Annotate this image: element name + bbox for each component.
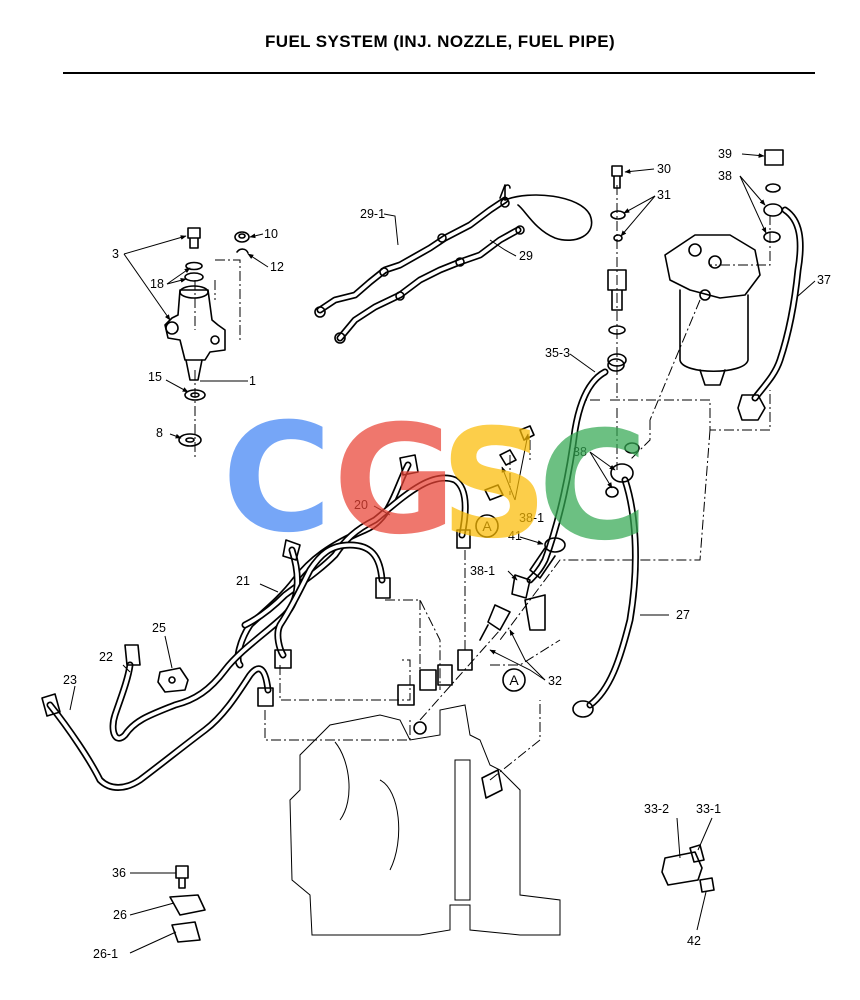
bleeder-fittings	[479, 425, 566, 641]
clamp-set-33	[661, 844, 715, 893]
callout-12: 12	[270, 260, 284, 274]
callout-27: 27	[676, 608, 690, 622]
page-title: FUEL SYSTEM (INJ. NOZZLE, FUEL PIPE)	[264, 32, 616, 51]
callout-1: 1	[249, 374, 256, 388]
leader-lines	[69, 153, 816, 954]
callout-35-3: 35-3	[545, 346, 570, 360]
pipe-clamp-25	[157, 667, 189, 693]
engine-block-outline	[289, 704, 561, 936]
callout-30: 30	[657, 162, 671, 176]
reference-mark-a-lower: A	[502, 668, 526, 692]
callout-32: 32	[548, 674, 562, 688]
svg-text:A: A	[509, 672, 519, 688]
banjo-bolt-stack	[607, 165, 627, 367]
callout-38-right: 38	[718, 169, 732, 183]
callout-labels: 1 3 8 10 12 15 18 20 21 22 23 25 26 26-1…	[63, 147, 831, 961]
callout-33-2: 33-2	[644, 802, 669, 816]
watermark-letter-c1: C	[222, 392, 332, 566]
callout-25: 25	[152, 621, 166, 635]
clamp-set-26	[169, 865, 206, 943]
callout-38-1-upper: 38-1	[519, 511, 544, 525]
watermark: C G S C	[222, 392, 648, 574]
callout-18: 18	[150, 277, 164, 291]
callout-42: 42	[687, 934, 701, 948]
callout-29: 29	[519, 249, 533, 263]
callout-36: 36	[112, 866, 126, 880]
callout-38-1-lower: 38-1	[470, 564, 495, 578]
callout-29-1: 29-1	[360, 207, 385, 221]
callout-21: 21	[236, 574, 250, 588]
injection-pipes	[41, 454, 471, 791]
callout-31: 31	[657, 188, 671, 202]
reference-mark-a-upper: A	[475, 514, 499, 538]
callout-26-1: 26-1	[93, 947, 118, 961]
watermark-letter-g: G	[333, 394, 456, 568]
callout-38-center: 38	[573, 445, 587, 459]
callout-8: 8	[156, 426, 163, 440]
watermark-letter-s: S	[440, 398, 548, 572]
title-underline	[63, 72, 815, 74]
callout-39: 39	[718, 147, 732, 161]
callout-26: 26	[113, 908, 127, 922]
return-pipe-37	[737, 149, 804, 421]
callout-33-1: 33-1	[696, 802, 721, 816]
watermark-letter-c2: C	[538, 400, 648, 574]
fuel-filter	[664, 234, 761, 386]
callout-37: 37	[817, 273, 831, 287]
callout-23: 23	[63, 673, 77, 687]
callout-20: 20	[354, 498, 368, 512]
leak-off-pipe	[314, 184, 593, 344]
callout-15: 15	[148, 370, 162, 384]
pump-delivery-valves	[397, 649, 503, 799]
callout-3: 3	[112, 247, 119, 261]
callout-22: 22	[99, 650, 113, 664]
callout-41: 41	[508, 529, 522, 543]
callout-10: 10	[264, 227, 278, 241]
svg-text:A: A	[482, 518, 492, 534]
fuel-pipes-right	[526, 358, 640, 718]
